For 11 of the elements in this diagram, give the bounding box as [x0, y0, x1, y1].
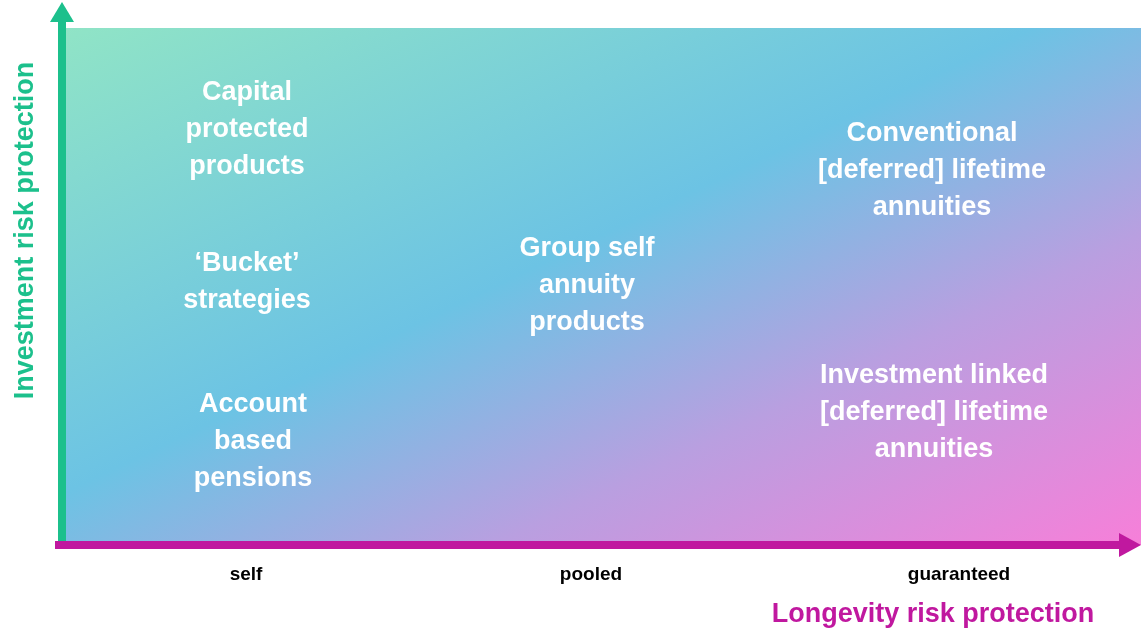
- product-label: Account based pensions: [192, 386, 314, 494]
- axis-tick-label: guaranteed: [906, 563, 1012, 585]
- axis-tick-label: pooled: [558, 563, 624, 585]
- product-label: ‘Bucket’ strategies: [182, 246, 312, 316]
- axis-title: Longevity risk protection: [770, 597, 1096, 629]
- product-label: Investment linked [deferred] lifetime annuities: [818, 357, 1050, 465]
- product-label: Capital protected products: [184, 74, 310, 182]
- product-label: Conventional [deferred] lifetime annuities: [816, 115, 1048, 223]
- axis-title: Investment risk protection: [8, 60, 40, 401]
- product-label: Group self annuity products: [518, 230, 656, 338]
- axis-tick-label: self: [228, 563, 264, 585]
